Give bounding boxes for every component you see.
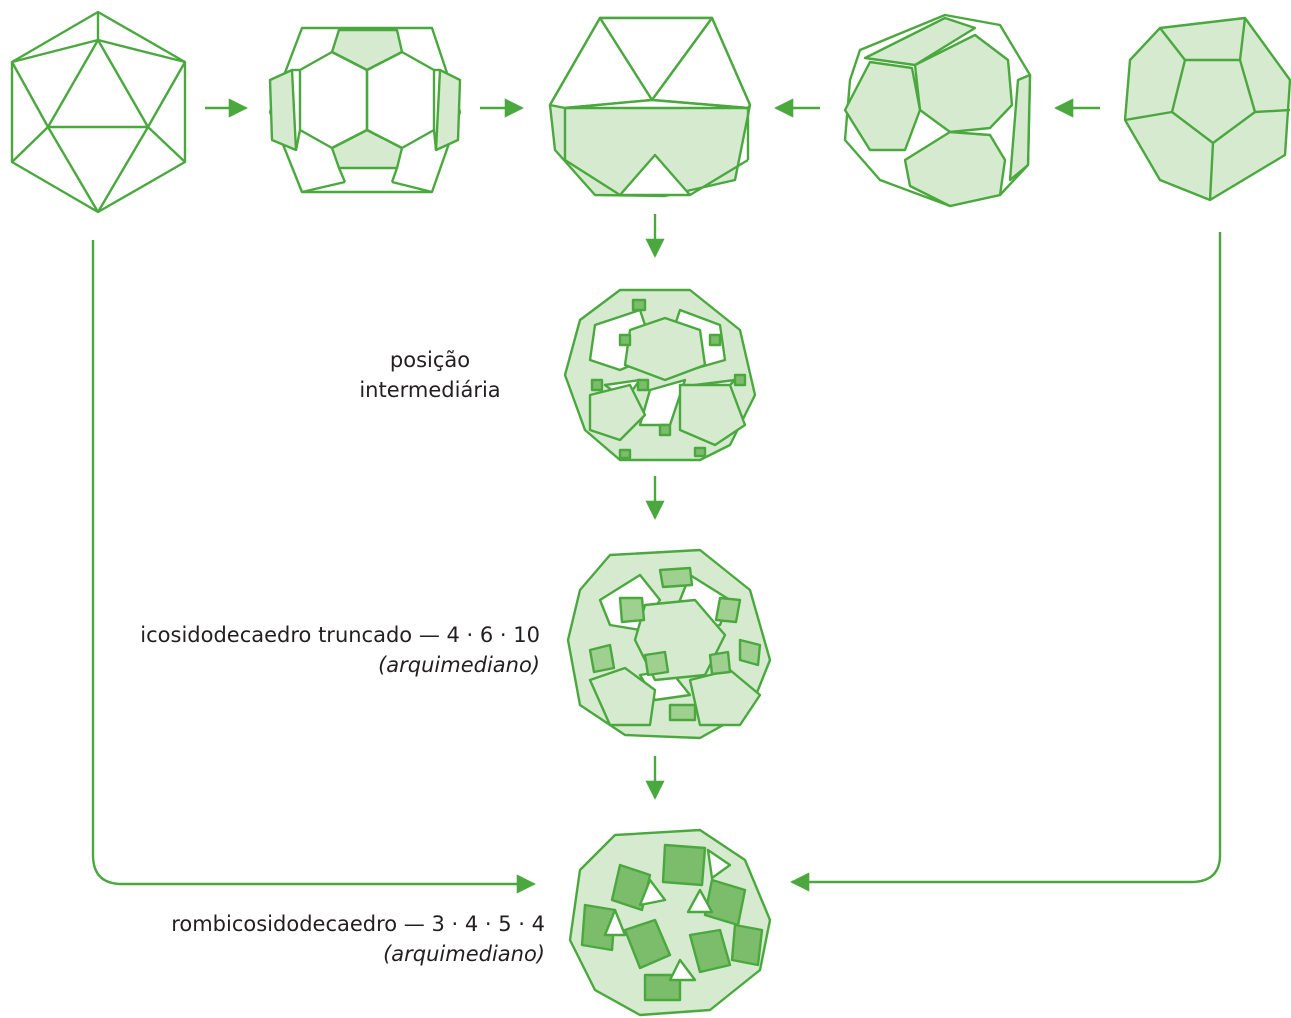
rhombi-label: rombicosidodecaedro — 3 · 4 · 5 · 4 (arq… xyxy=(60,909,545,969)
icosidodecahedron-solid xyxy=(548,16,752,198)
truncated-icosahedron-solid xyxy=(268,26,462,194)
truncated-dodecahedron-solid xyxy=(843,13,1032,208)
truncated-icosidodecahedron-solid xyxy=(566,548,772,740)
intermediate-solid xyxy=(563,288,757,462)
intermediate-label: posição intermediária xyxy=(330,345,530,405)
arrow-icosahedron-to-rhombi xyxy=(91,240,536,894)
truncated-label: icosidodecaedro truncado — 4 · 6 · 10 (a… xyxy=(60,620,540,680)
rhombicosidodecahedron-solid xyxy=(568,828,772,1017)
dodecahedron-solid xyxy=(1123,16,1291,202)
intermediate-label-line1: posição xyxy=(389,348,471,372)
rhombi-label-sub: (arquimediano) xyxy=(383,942,545,966)
icosahedron-solid xyxy=(10,10,187,214)
arrow-dodecahedron-to-rhombi xyxy=(790,232,1222,892)
truncated-label-main: icosidodecaedro truncado — 4 · 6 · 10 xyxy=(140,623,540,647)
truncated-label-sub: (arquimediano) xyxy=(378,653,540,677)
intermediate-label-line2: intermediária xyxy=(359,378,501,402)
rhombi-label-main: rombicosidodecaedro — 3 · 4 · 5 · 4 xyxy=(171,912,545,936)
